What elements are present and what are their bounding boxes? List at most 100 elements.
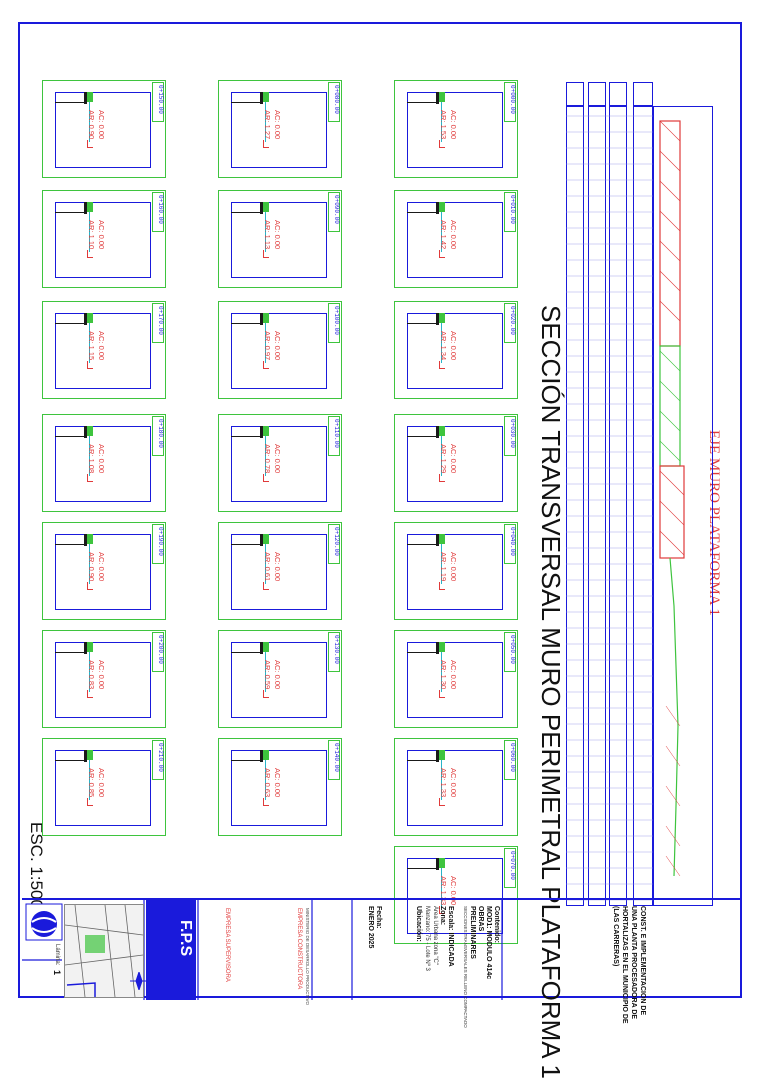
- ground-line: [231, 544, 263, 546]
- slope-line: [441, 868, 442, 908]
- obras-label: OBRAS: [477, 906, 484, 932]
- wall-section: [84, 92, 87, 104]
- fill-area: [263, 426, 269, 436]
- empresa-supervisora-label: EMPRESA SUPERVISORA: [224, 908, 230, 982]
- cell-border: [218, 414, 342, 512]
- footing-line: [439, 690, 441, 698]
- ground-line: [407, 323, 439, 325]
- footing-base: [440, 589, 445, 591]
- station-tag: 0+160.00: [152, 192, 164, 232]
- location-map: [64, 904, 144, 998]
- ubicacion-label: Ubicación:: [415, 906, 422, 942]
- cell-border: [218, 190, 342, 288]
- fill-area-label: AR: 0.90: [87, 552, 96, 582]
- lamina-value: 1: [52, 970, 62, 976]
- wall-section: [260, 426, 263, 438]
- footing-base: [88, 481, 93, 483]
- footing-base: [440, 913, 445, 915]
- fill-area-label: AR: 1.08: [87, 444, 96, 474]
- profile-column-2: [588, 106, 606, 906]
- project-line-3: HORTALIZAS EN EL MUNICIPIO DE: [621, 906, 628, 1024]
- profile-header-3: [609, 82, 627, 106]
- cut-area-label: AC: 0.00: [273, 768, 282, 798]
- fill-area-label: AR: 0.83: [87, 660, 96, 690]
- cut-area-label: AC: 0.00: [97, 444, 106, 474]
- section-frame: [231, 202, 327, 278]
- footing-line: [87, 140, 89, 148]
- footing-base: [264, 589, 269, 591]
- cut-area-label: AC: 0.00: [273, 110, 282, 140]
- fill-area-label: AR: 0.78: [263, 444, 272, 474]
- brand-label: F.P.S: [177, 920, 194, 957]
- cut-area-label: AC: 0.00: [97, 331, 106, 361]
- station-label: 0+080.00: [333, 85, 340, 114]
- station-label: 0+020.00: [509, 306, 516, 335]
- footing-base: [440, 257, 445, 259]
- wall-section: [84, 750, 87, 762]
- ground-line: [231, 436, 263, 438]
- footing-base: [88, 805, 93, 807]
- footing-line: [263, 250, 265, 258]
- slope-line: [89, 323, 90, 363]
- fill-area: [263, 750, 269, 760]
- station-tag: 0+170.00: [152, 303, 164, 343]
- footing-base: [264, 805, 269, 807]
- station-tag: 0+210.00: [152, 740, 164, 780]
- ground-line: [55, 436, 87, 438]
- cut-area-label: AC: 0.00: [449, 660, 458, 690]
- brand-bar: [146, 900, 196, 1000]
- title-block: F.P.S MINISTERIO DE DESARROLLO PRODUCTIV…: [22, 898, 742, 1028]
- fill-area-label: AR: 0.90: [87, 110, 96, 140]
- cut-area-label: AC: 0.00: [273, 444, 282, 474]
- fill-area-label: AR: 0.63: [263, 768, 272, 798]
- fill-area: [439, 202, 445, 212]
- section-frame: [231, 313, 327, 389]
- slope-line: [265, 436, 266, 476]
- ground-line: [231, 102, 263, 104]
- fill-area-label: AR: 1.27: [263, 110, 272, 140]
- wall-section: [260, 534, 263, 546]
- zona-label: Zona:: [439, 906, 446, 926]
- wall-section: [260, 92, 263, 104]
- station-label: 0+090.00: [333, 195, 340, 224]
- cut-area-label: AC: 0.00: [449, 220, 458, 250]
- fill-area-label: AR: 1.33: [439, 768, 448, 798]
- station-label: 0+210.00: [157, 743, 164, 772]
- station-tag: 0+090.00: [328, 192, 340, 232]
- fill-area-label: AR: 0.61: [263, 552, 272, 582]
- wall-section: [260, 750, 263, 762]
- wall-section: [436, 426, 439, 438]
- profile-column-1: [566, 106, 584, 906]
- cut-area-label: AC: 0.00: [449, 552, 458, 582]
- section-frame: [407, 534, 503, 610]
- station-label: 0+110.00: [333, 419, 340, 448]
- project-line-4: (LAS CARRERAS): [612, 906, 619, 967]
- ground-line: [55, 760, 87, 762]
- station-tag: 0+040.00: [504, 524, 516, 564]
- fill-area: [87, 534, 93, 544]
- station-label: 0+140.00: [333, 743, 340, 772]
- cut-area-label: AC: 0.00: [273, 552, 282, 582]
- cut-area-label: AC: 0.00: [449, 444, 458, 474]
- wall-section: [84, 426, 87, 438]
- cell-border: [218, 80, 342, 178]
- slope-line: [265, 212, 266, 252]
- fill-area: [87, 313, 93, 323]
- footing-base: [440, 368, 445, 370]
- fill-area-label: AR: 1.29: [439, 444, 448, 474]
- cut-area-label: AC: 0.00: [97, 660, 106, 690]
- station-tag: 0+100.00: [328, 303, 340, 343]
- station-label: 0+190.00: [157, 527, 164, 556]
- cut-hatch-3: [665, 705, 681, 877]
- wall-section: [436, 202, 439, 214]
- footing-line: [263, 140, 265, 148]
- station-tag: 0+010.00: [504, 192, 516, 232]
- drawing-sheet: [18, 22, 742, 998]
- wall-section: [260, 642, 263, 654]
